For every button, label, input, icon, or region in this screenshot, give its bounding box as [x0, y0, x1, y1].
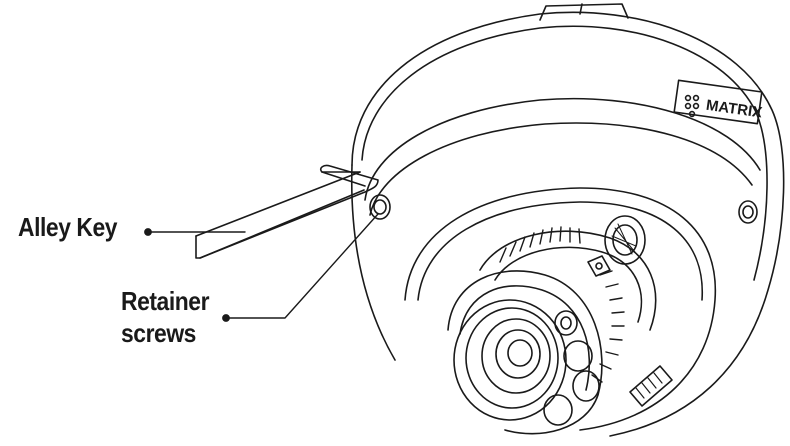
inner-cavity: [404, 187, 717, 431]
ir-led-2: [563, 340, 593, 372]
callout-leaders: [144, 213, 379, 322]
label-retainer-screws-line2: screws: [121, 318, 196, 348]
camera-module: [447, 270, 603, 435]
gimbal-ring: [479, 215, 657, 383]
leader-line-retainer: [225, 213, 379, 319]
label-allen-key: Alley Key: [18, 212, 118, 242]
retainer-screw-left: [369, 194, 391, 220]
retainer-screw-right: [738, 200, 758, 224]
allen-key: [195, 164, 379, 259]
label-retainer-screws-line1: Retainer: [121, 286, 210, 316]
ir-led-3: [572, 370, 600, 402]
dome-housing: [350, 3, 785, 437]
ir-led-4: [543, 394, 573, 426]
ir-led-1: [554, 310, 578, 336]
cable-gland: [629, 365, 673, 407]
